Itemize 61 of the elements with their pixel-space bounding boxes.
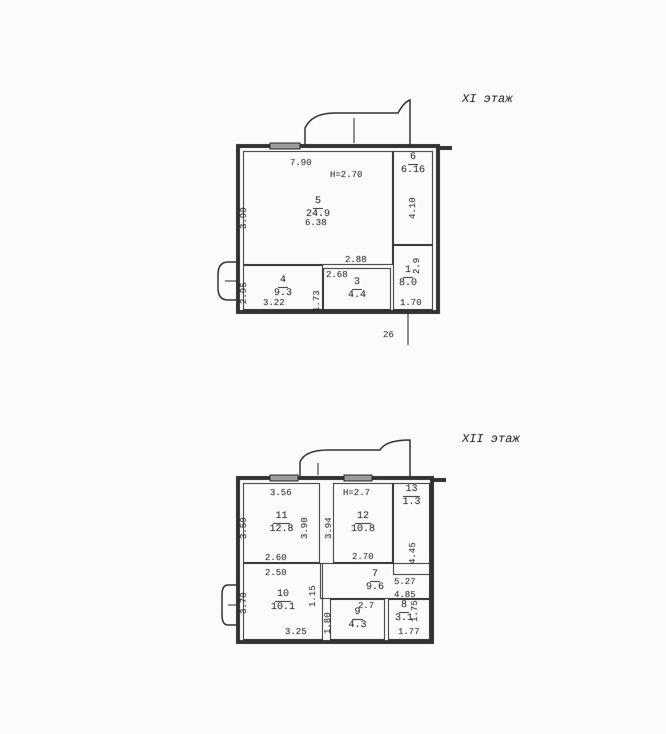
- dimension-label: 2.50: [265, 568, 287, 578]
- room-number: 5: [312, 196, 323, 208]
- room-area: 4.3: [348, 620, 366, 632]
- room-outline: [388, 599, 430, 640]
- room-area: 6.16: [400, 165, 425, 177]
- dimension-label: 4.85: [394, 590, 416, 600]
- dimension-label: 1.75: [410, 600, 420, 622]
- room-outline: [393, 245, 433, 310]
- dimension-label: 2.70: [352, 552, 374, 562]
- dimension-label: 3.94: [324, 517, 334, 539]
- room-number: 3: [352, 276, 362, 290]
- dimension-label: 3.50: [239, 517, 249, 539]
- room-number: 8: [398, 600, 409, 613]
- floor-heading: XI этаж: [462, 92, 512, 106]
- room-area: 8.0: [398, 278, 417, 290]
- dimension-label: 3.70: [239, 592, 249, 614]
- dimension-label: 7.90: [290, 158, 312, 168]
- dimension-label: 26: [383, 330, 394, 340]
- dimension-label: 1.80: [323, 612, 333, 634]
- dimension-label: 5.27: [394, 577, 416, 587]
- room-number: 7: [370, 568, 380, 582]
- room-area: 9.6: [366, 582, 384, 594]
- dimension-label: 3.90: [239, 207, 249, 229]
- dimension-label: 1.70: [400, 298, 422, 308]
- room-number: 13: [403, 484, 420, 497]
- room-number: 6: [408, 152, 418, 165]
- room-area: 1.3: [402, 497, 420, 509]
- room-number: 4: [278, 275, 288, 288]
- room-outline: [323, 268, 391, 310]
- dimension-label: H=2.7: [343, 488, 370, 498]
- dimension-label: 2.88: [345, 255, 367, 265]
- room-area: 4.4: [348, 290, 366, 302]
- room-number: 12: [354, 510, 371, 524]
- room-number: 11: [273, 510, 290, 524]
- dimension-label: 2.60: [265, 553, 287, 563]
- dimension-label: 3.25: [285, 627, 307, 637]
- room-outline: [330, 599, 385, 640]
- dimension-label: 2.9: [412, 258, 422, 274]
- dimension-label: 1.15: [308, 585, 318, 607]
- room-number: 10: [274, 589, 291, 602]
- room-outline: [393, 151, 433, 245]
- room-area: 9.3: [274, 288, 292, 300]
- room-number: 9: [352, 607, 362, 620]
- dimension-label: 1.77: [398, 627, 420, 637]
- dimension-label: 2.68: [326, 270, 348, 280]
- room-area: 12.8: [269, 524, 294, 536]
- dimension-label: 4.45: [408, 542, 418, 564]
- dimension-label: 3.22: [263, 298, 285, 308]
- dimension-label: 3.90: [300, 517, 310, 539]
- room-area: 10.8: [350, 524, 375, 536]
- room-area: 24.9: [306, 208, 330, 220]
- room-area: 3.1: [394, 613, 413, 625]
- dimension-label: H=2.70: [330, 170, 362, 180]
- room-number: 1: [402, 265, 413, 278]
- room-outline: [393, 483, 430, 575]
- dimension-label: 2.95: [239, 282, 249, 304]
- room-area: 10.1: [270, 602, 295, 614]
- dimension-label: 3.56: [270, 488, 292, 498]
- floor-heading: XII этаж: [462, 432, 520, 446]
- dimension-label: 6.38: [305, 218, 327, 228]
- dimension-label: 4.10: [408, 197, 418, 219]
